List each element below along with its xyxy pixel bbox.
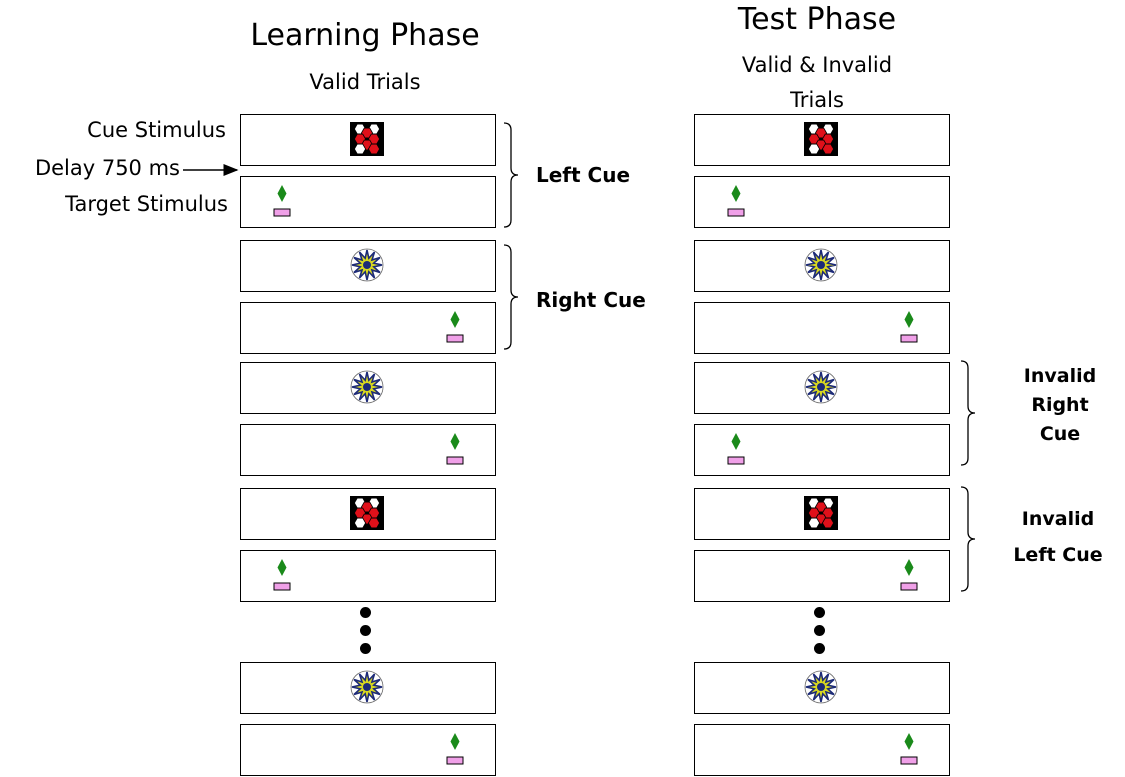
learning-cue-box <box>240 488 496 540</box>
invalid-right-line1: Invalid <box>1023 365 1097 387</box>
target-stimulus-icon <box>727 185 745 217</box>
ellipsis-dot <box>360 643 371 654</box>
target-stimulus-icon <box>900 559 918 591</box>
test-phase-subtitle: Valid & Invalid <box>741 53 893 77</box>
hexagon-cue-icon <box>350 122 384 156</box>
invalid-right-line2: Right <box>1031 394 1089 416</box>
test-target-box <box>694 424 950 476</box>
target-stimulus-icon <box>273 559 291 591</box>
right-cue-label: Right Cue <box>536 288 646 312</box>
star-cue-icon <box>350 670 384 704</box>
invalid-left-brace <box>960 486 976 592</box>
learning-target-box <box>240 302 496 354</box>
hexagon-cue-icon <box>804 496 838 530</box>
test-cue-box <box>694 488 950 540</box>
learning-target-box <box>240 724 496 776</box>
target-stimulus-label: Target Stimulus <box>65 192 228 216</box>
test-target-box <box>694 302 950 354</box>
ellipsis-dot <box>360 625 371 636</box>
star-cue-icon <box>350 370 384 404</box>
learning-phase-title: Learning Phase <box>250 18 480 53</box>
ellipsis-dot <box>814 643 825 654</box>
test-cue-box <box>694 114 950 166</box>
learning-target-box <box>240 424 496 476</box>
invalid-right-cue-label: Invalid Right Cue <box>1010 362 1110 449</box>
learning-cue-box <box>240 240 496 292</box>
test-target-box <box>694 550 950 602</box>
target-stimulus-icon <box>900 311 918 343</box>
delay-label: Delay 750 ms <box>34 156 180 180</box>
left-cue-brace <box>503 122 519 228</box>
invalid-right-brace <box>960 360 976 466</box>
target-stimulus-icon <box>273 185 291 217</box>
learning-target-box <box>240 550 496 602</box>
target-stimulus-icon <box>446 733 464 765</box>
ellipsis-dot <box>814 607 825 618</box>
hexagon-cue-icon <box>350 496 384 530</box>
invalid-left-cue-label: Invalid Left Cue <box>995 501 1121 573</box>
right-cue-brace <box>503 244 519 350</box>
star-cue-icon <box>804 670 838 704</box>
target-stimulus-icon <box>900 733 918 765</box>
test-phase-title: Test Phase <box>737 2 897 37</box>
star-cue-icon <box>350 248 384 282</box>
invalid-right-line3: Cue <box>1039 423 1081 445</box>
test-target-box <box>694 724 950 776</box>
test-cue-box <box>694 362 950 414</box>
hexagon-cue-icon <box>804 122 838 156</box>
ellipsis-dot <box>360 607 371 618</box>
ellipsis-dot <box>814 625 825 636</box>
learning-target-box <box>240 176 496 228</box>
learning-phase-subtitle: Valid Trials <box>309 70 421 94</box>
test-cue-box <box>694 240 950 292</box>
star-cue-icon <box>804 248 838 282</box>
left-cue-label: Left Cue <box>536 163 631 187</box>
target-stimulus-icon <box>446 433 464 465</box>
test-cue-box <box>694 662 950 714</box>
learning-cue-box <box>240 662 496 714</box>
test-phase-subtitle-trials: Trials <box>790 88 844 112</box>
invalid-left-line2: Left Cue <box>1013 544 1103 566</box>
learning-cue-box <box>240 114 496 166</box>
target-stimulus-icon <box>727 433 745 465</box>
star-cue-icon <box>804 370 838 404</box>
invalid-left-line1: Invalid <box>1021 508 1095 530</box>
cue-stimulus-label: Cue Stimulus <box>87 118 226 142</box>
learning-cue-box <box>240 362 496 414</box>
test-target-box <box>694 176 950 228</box>
target-stimulus-icon <box>446 311 464 343</box>
